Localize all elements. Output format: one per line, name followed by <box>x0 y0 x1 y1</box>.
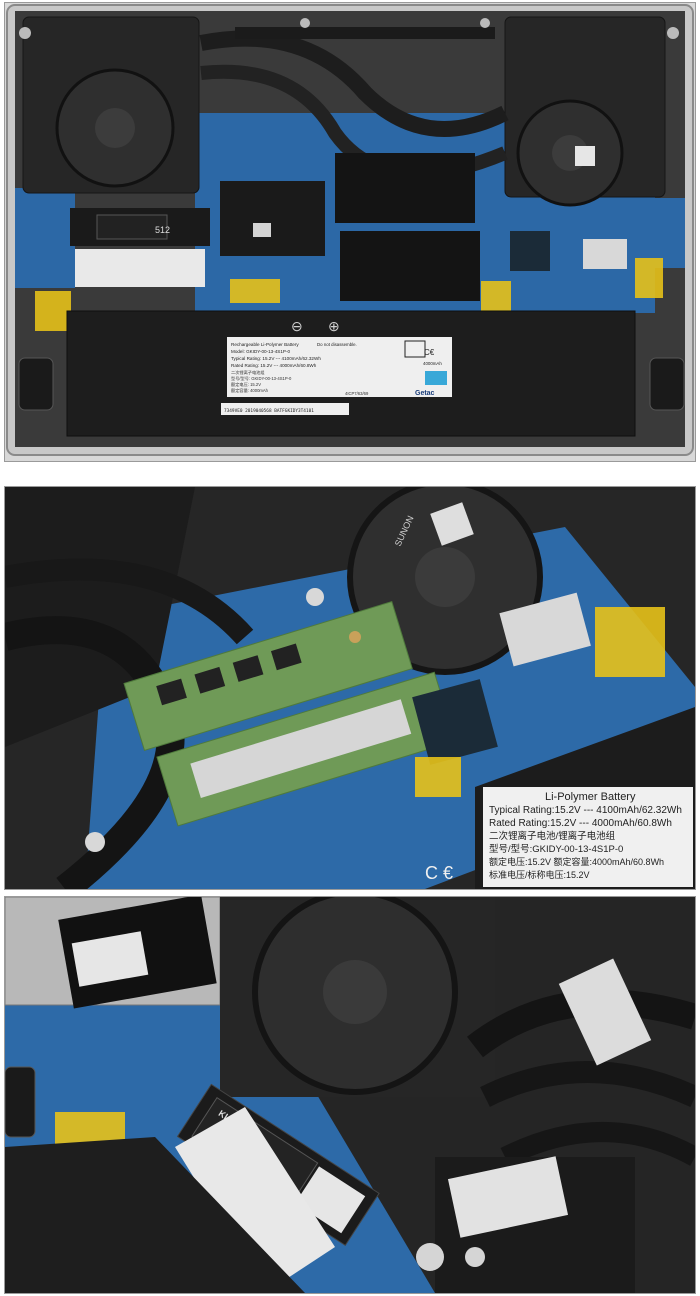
svg-text:Typical Rating:15.2V --- 4100m: Typical Rating:15.2V --- 4100mAh/62.32Wh <box>489 805 682 816</box>
svg-text:C €: C € <box>425 863 453 883</box>
svg-text:Rechargeable Li-Polymer Batter: Rechargeable Li-Polymer Battery <box>231 342 299 347</box>
svg-text:4000mAh: 4000mAh <box>423 361 442 366</box>
overview-illustration: 512 ⊖ ⊕ Rechargeable Li-Polymer Battery … <box>6 4 694 456</box>
svg-text:标准电压/标称电压:15.2V: 标准电压/标称电压:15.2V <box>489 869 590 880</box>
ssd-closeup-photo: KLEVV 512 <box>4 896 696 1294</box>
svg-text:额定电压:15.2V 额定容量:4000mAh/60.8W: 额定电压:15.2V 额定容量:4000mAh/60.8Wh <box>489 856 664 867</box>
svg-text:Rated Rating:15.2V --- 4000mAh: Rated Rating:15.2V --- 4000mAh/60.8Wh <box>489 818 672 829</box>
svg-text:型号/型号: GKIDY-00-13-4S1P-0: 型号/型号: GKIDY-00-13-4S1P-0 <box>231 375 292 382</box>
chipset <box>412 679 498 765</box>
ram-modules <box>123 600 456 827</box>
ssd-closeup-illustration: KLEVV 512 <box>5 897 695 1293</box>
svg-text:二次锂离子电池/锂离子电池组: 二次锂离子电池/锂离子电池组 <box>489 830 616 842</box>
svg-text:C€: C€ <box>424 348 435 357</box>
ram-closeup-illustration: SUNON Li-Polymer Battery Typical Rating:… <box>5 487 695 889</box>
svg-text:二次锂离子电池组: 二次锂离子电池组 <box>231 369 265 376</box>
overview-photo: 512 ⊖ ⊕ Rechargeable Li-Polymer Battery … <box>4 2 696 462</box>
svg-text:Li-Polymer Battery: Li-Polymer Battery <box>545 791 636 803</box>
ram-closeup-photo: SUNON Li-Polymer Battery Typical Rating:… <box>4 486 696 890</box>
svg-text:Typical Rating: 15.2V --- 4100: Typical Rating: 15.2V --- 4100mAh/62.32W… <box>231 356 321 361</box>
svg-text:Rated Rating: 15.2V --- 4000mA: Rated Rating: 15.2V --- 4000mAh/60.8Wh <box>231 363 317 368</box>
ram-slot-top <box>335 153 475 223</box>
svg-text:额定电压: 15.2V: 额定电压: 15.2V <box>231 381 261 388</box>
svg-text:额定容量: 4000mAh: 额定容量: 4000mAh <box>231 387 269 394</box>
svg-text:型号/型号:GKIDY-00-13-4S1P-0: 型号/型号:GKIDY-00-13-4S1P-0 <box>489 844 623 855</box>
svg-text:⊕: ⊕ <box>328 318 340 334</box>
battery-serial: 7349VE0 2019040568 BATFGKIDY3T4101 <box>224 408 314 414</box>
svg-text:⊖: ⊖ <box>291 318 303 334</box>
ram-module-top <box>123 600 413 752</box>
battery-label-zoom <box>483 787 693 887</box>
getac-logo: Getac <box>415 390 435 397</box>
ram-slot-bottom <box>340 231 480 301</box>
svg-text:Do not disassemble.: Do not disassemble. <box>317 342 357 347</box>
ssd-capacity: 512 <box>155 225 170 235</box>
svg-text:Model: GKIDY-00-13-4S1P-0: Model: GKIDY-00-13-4S1P-0 <box>231 349 291 354</box>
svg-text:4ICP7/63/69: 4ICP7/63/69 <box>345 391 369 396</box>
battery-label <box>227 337 452 397</box>
battery <box>5 1137 305 1293</box>
